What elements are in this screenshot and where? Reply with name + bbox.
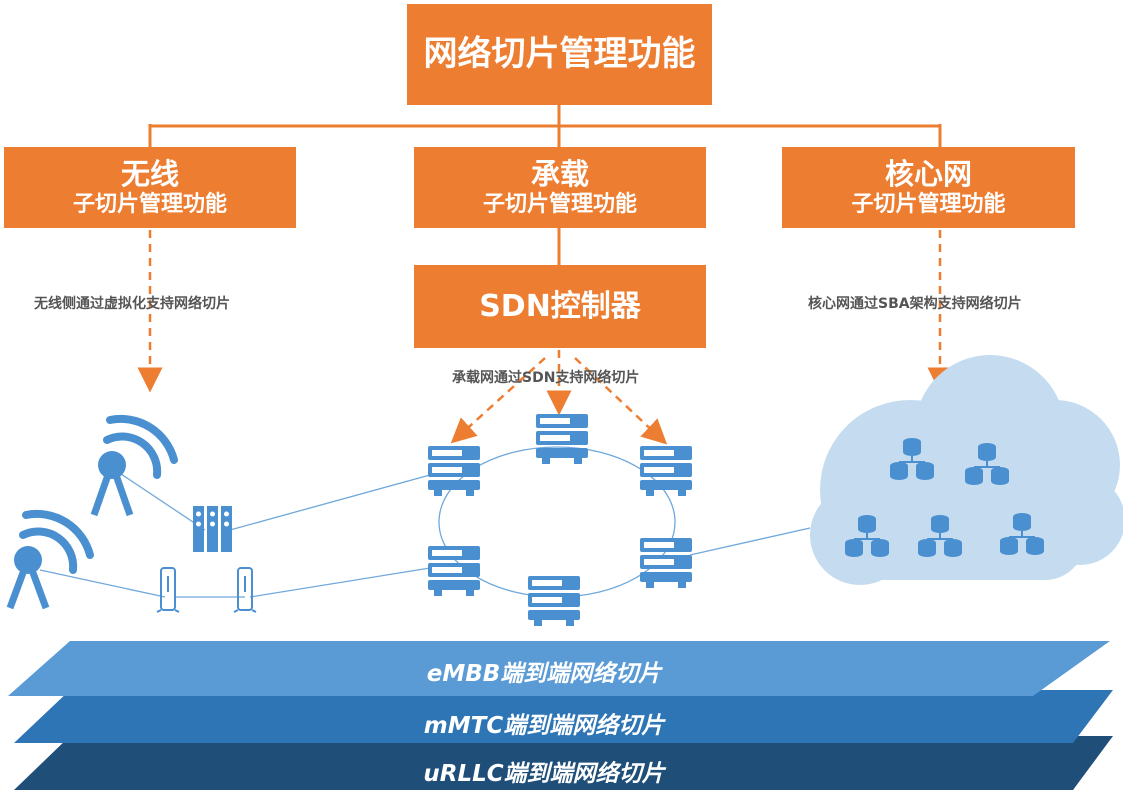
bbu-rack-icon bbox=[193, 506, 232, 552]
wireless-title: 无线 bbox=[120, 157, 179, 191]
antenna-icon bbox=[6, 509, 94, 610]
dashed-arrows bbox=[137, 230, 953, 445]
server-icon bbox=[640, 538, 692, 588]
transport-title: 承载 bbox=[530, 157, 589, 191]
core-title: 核心网 bbox=[884, 157, 972, 191]
slice-plane-urllc bbox=[14, 736, 1113, 790]
slice-plane-embb bbox=[8, 641, 1110, 696]
hierarchy-connectors bbox=[148, 105, 942, 265]
rru-icon bbox=[233, 567, 257, 613]
sdn-label: SDN控制器 bbox=[479, 289, 641, 324]
wireless-submanagement-box: 无线 子切片管理功能 bbox=[4, 147, 296, 228]
embb-slice-label: eMBB端到端网络切片 bbox=[426, 661, 662, 687]
server-icon bbox=[428, 446, 480, 496]
transport-subtitle: 子切片管理功能 bbox=[482, 192, 637, 217]
network-slice-management-box: 网络切片管理功能 bbox=[407, 4, 712, 105]
server-icon bbox=[428, 546, 480, 596]
core-submanagement-box: 核心网 子切片管理功能 bbox=[782, 147, 1075, 228]
server-icon bbox=[640, 446, 692, 496]
core-subtitle: 子切片管理功能 bbox=[851, 192, 1006, 217]
wireless-subtitle: 子切片管理功能 bbox=[72, 192, 227, 217]
mmtc-slice-label: mMTC端到端网络切片 bbox=[423, 713, 665, 739]
server-icon bbox=[528, 576, 580, 626]
rru-icon bbox=[156, 567, 180, 613]
wireless-note: 无线侧通过虚拟化支持网络切片 bbox=[34, 296, 230, 312]
urllc-slice-label: uRLLC端到端网络切片 bbox=[423, 761, 665, 787]
top-box-label: 网络切片管理功能 bbox=[423, 34, 696, 74]
antenna-icon bbox=[90, 414, 178, 517]
core-note: 核心网通过SBA架构支持网络切片 bbox=[808, 296, 1022, 312]
slice-plane-mmtc bbox=[14, 690, 1113, 743]
sdn-controller-box: SDN控制器 bbox=[414, 265, 706, 348]
transport-submanagement-box: 承载 子切片管理功能 bbox=[414, 147, 706, 228]
cloud-shape bbox=[810, 355, 1123, 585]
transport-note: 承载网通过SDN支持网络切片 bbox=[452, 370, 640, 386]
server-icon bbox=[536, 414, 588, 464]
